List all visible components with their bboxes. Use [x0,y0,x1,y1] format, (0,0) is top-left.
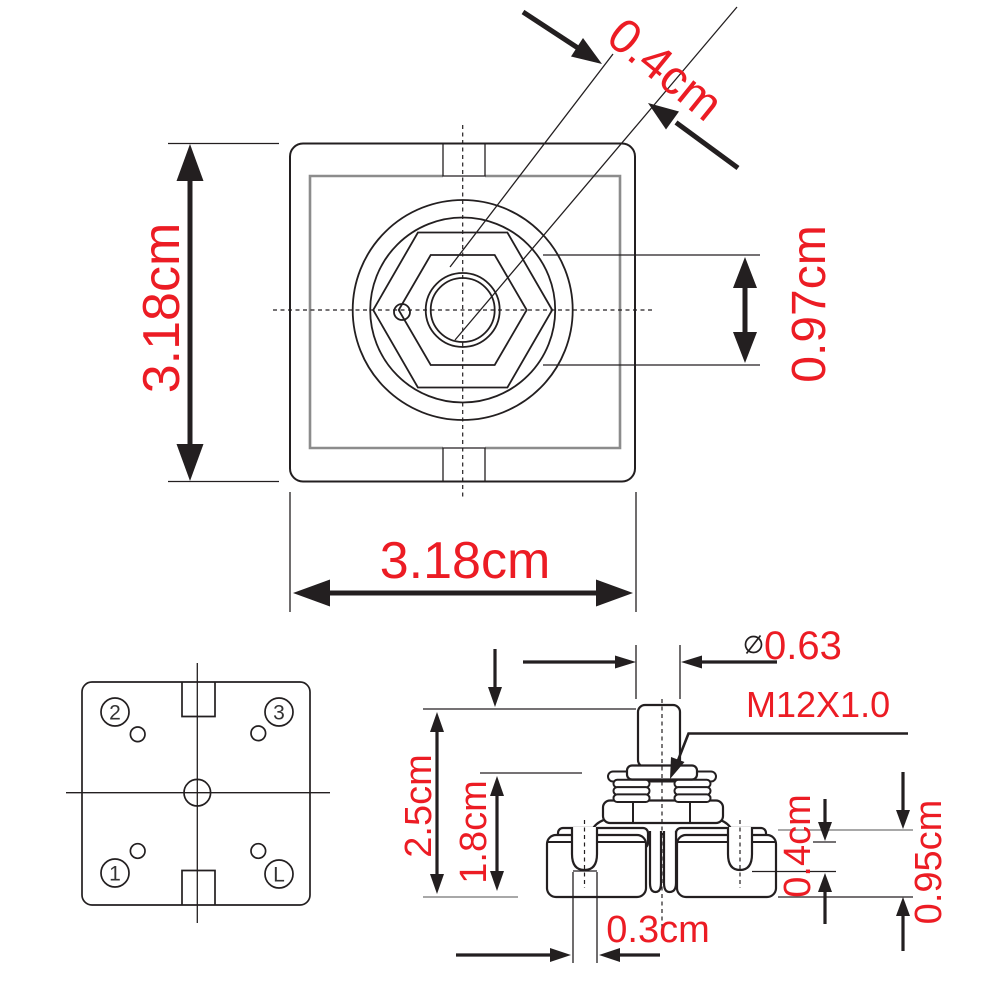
back-view-top-notch [181,682,216,718]
hex-nut-facets [632,801,691,823]
back-view: 2 3 1 L [66,663,330,923]
base-height-dim-arrows [896,772,910,951]
dim-body-height: 1.8cm [453,780,495,883]
shaft-flange [625,764,699,781]
terminal-label-3: 3 [273,702,285,725]
dim-thread-spec: M12X1.0 [746,684,890,725]
right-body [675,833,778,899]
shaft-dia-extension-lines [635,645,681,699]
terminal-label-1: 1 [109,863,121,886]
hole-dim-arrow-lower [648,103,740,171]
shaft-dia-arrows [523,655,777,669]
terminal-label-L: L [273,864,285,887]
terminal-label-2: 2 [109,702,121,725]
terminal-badge-2 [100,697,130,727]
terminal-hole [250,725,267,742]
diameter-symbol [744,634,763,655]
back-view-plate-outline [81,681,311,906]
back-view-crosshair [66,663,330,923]
left-terminal-slot [570,827,599,872]
back-view-center-hole [183,778,212,807]
thread-ridge [612,793,651,804]
dim-slot-width: 0.3cm [606,909,709,951]
dim-plate-width: 3.18cm [380,532,551,590]
terminal-badge-3 [264,697,294,727]
hole-witness-line-right [454,6,738,341]
side-view: 0.63 M12X1.0 2.5cm 1.8cm 0.3cm 0.4cm 0.9… [398,624,950,963]
dim-slot-depth: 0.4cm [777,794,819,897]
body-height-dim-arrow [490,776,504,891]
right-terminal-slot [726,827,754,872]
thread-ridge [673,793,712,804]
terminal-hole [129,842,146,860]
terminal-badge-1 [100,858,130,888]
hole-dim-arrow-upper [521,9,602,64]
height-extension-lines [168,142,279,483]
dim-hex-across-flats: 0.97cm [783,225,836,382]
thread-leader [670,732,908,779]
terminal-badge-L [264,859,294,889]
slot-width-dim-arrows [456,948,660,962]
hex-nut-side [601,799,725,825]
back-view-bottom-notch [181,869,216,905]
terminal-hole [250,842,267,860]
hex-nut-chamfer [397,254,528,366]
center-channel-right [662,831,678,894]
dim-overall-height: 2.5cm [398,754,440,857]
hex-flat-leader-lines [543,254,760,366]
height-dim-arrow [176,144,204,481]
slot-depth-dim-arrows [818,799,832,924]
slot-width-extension-lines [572,870,598,963]
overall-height-dim-arrow [430,712,444,894]
overall-height-top-arrow [488,649,502,707]
hex-flats-dim-arrow [733,257,757,363]
top-view-bottom-notch [442,447,486,482]
locating-pin-hole [393,303,411,321]
dim-plate-height: 3.18cm [133,223,191,394]
width-extension-lines [289,492,637,612]
top-view-inner-plate [308,174,622,450]
dim-shaft-diameter: 0.63 [764,624,842,668]
dim-base-height: 0.95cm [908,800,950,925]
terminal-hole [129,726,146,743]
top-view-top-notch [442,143,486,177]
hole-witness-line-left [449,53,614,268]
shaft [636,703,682,769]
width-dim-arrow [293,579,633,607]
top-view: 3.18cm 3.18cm 0.4cm 0.97cm [133,6,836,612]
center-channel-left [648,831,663,894]
